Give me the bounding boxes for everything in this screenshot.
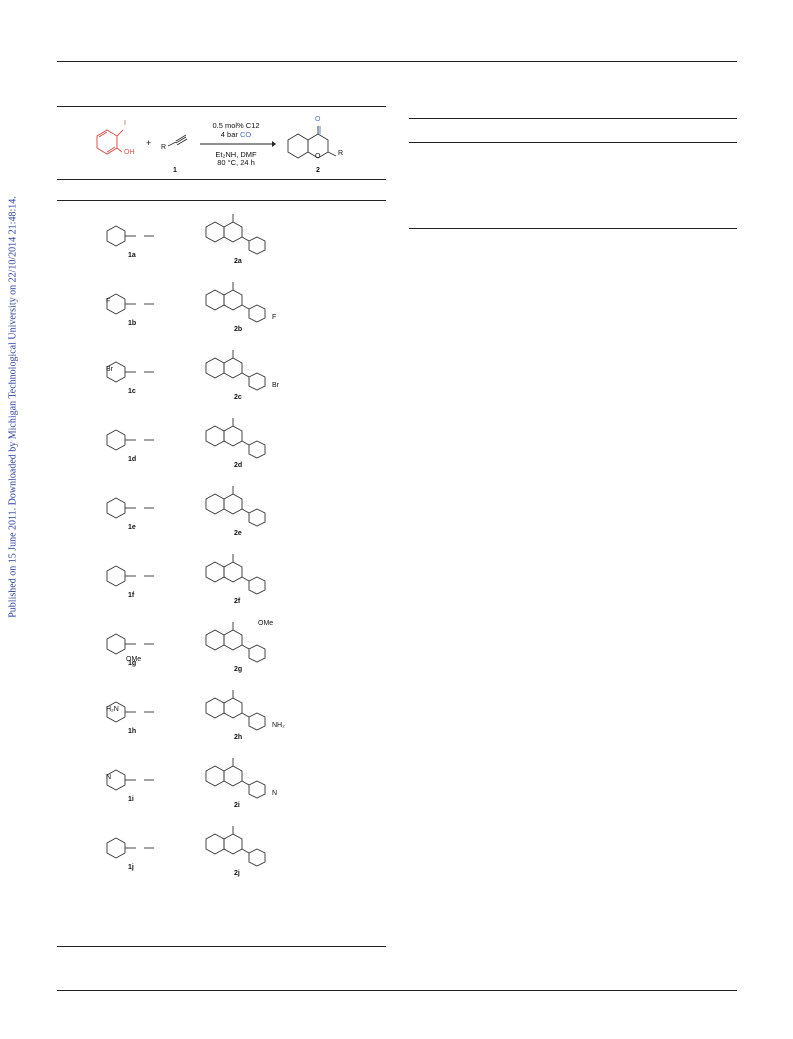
right-table-top-rule [409, 118, 737, 119]
product-label-2g: 2g [234, 666, 243, 673]
product-substituent-2h: NH₂ [272, 722, 285, 729]
product-label-2i: 2i [234, 802, 240, 809]
reactant-structure-1i [106, 769, 154, 791]
reactant-label-1c: 1c [128, 388, 136, 395]
hydroxyl-label: OH [124, 149, 135, 156]
reactant-structure-1b [106, 293, 154, 315]
product-r-label: R [338, 150, 344, 157]
reactant-number-label: 1 [173, 167, 177, 174]
download-side-note[interactable]: Published on 15 June 2011. Downloaded by… [5, 182, 21, 632]
reactant-structure-1c [106, 361, 154, 383]
reactant-label-1j: 1j [128, 864, 134, 871]
product-structure-2j [205, 826, 266, 867]
product-structure-2h [205, 690, 266, 731]
table-top-rule [57, 106, 386, 107]
reactant-label-1i: 1i [128, 796, 134, 803]
alkyne-r-label: R [161, 144, 167, 151]
product-flavone-structure [287, 126, 337, 159]
product-structure-2g [205, 622, 266, 663]
product-label-2j: 2j [234, 870, 240, 877]
conditions-line2: 4 bar CO [220, 130, 252, 139]
product-substituent-2g: OMe [258, 620, 274, 627]
product-structure-2a [205, 214, 266, 255]
reactant-label-1b: 1b [128, 320, 137, 327]
product-structure-2e [205, 486, 266, 527]
product-label-2f: 2f [234, 598, 241, 605]
reactant-substituent-1i: N [106, 774, 112, 781]
iodophenol-structure [96, 129, 124, 155]
reactant-structure-1a [106, 225, 154, 247]
reactant-label-1d: 1d [128, 456, 137, 463]
reactant-label-1f: 1f [128, 592, 135, 599]
product-label-2a: 2a [234, 258, 242, 265]
reactant-label-1g: 1g [128, 660, 137, 667]
product-label-2c: 2c [234, 394, 242, 401]
product-number-label: 2 [316, 167, 320, 174]
reactant-structure-1g [106, 633, 154, 655]
product-structure-2d [205, 418, 266, 459]
reactant-substituent-1c: Br [106, 366, 113, 373]
footer-rule [57, 990, 737, 991]
reactant-structure-1f [106, 565, 154, 587]
plus-sign: + [146, 138, 152, 148]
product-structure-2f [205, 554, 266, 595]
reactant-label-1a: 1a [128, 252, 136, 259]
header-rule [57, 61, 737, 62]
product-structure-2c [205, 350, 266, 391]
product-ring-o: O [315, 153, 321, 160]
table-bottom-rule [57, 946, 386, 947]
reactant-structure-1e [106, 497, 154, 519]
right-table-header-rule [409, 142, 737, 143]
reactant-structure-1j [106, 837, 154, 859]
reactant-label-1h: 1h [128, 728, 137, 735]
right-table-bottom-rule [409, 228, 737, 229]
co-gas-label: CO [239, 130, 252, 139]
product-label-2e: 2e [234, 530, 242, 537]
side-note-text[interactable]: Published on 15 June 2011. Downloaded by… [7, 196, 19, 618]
product-substituent-2i: N [272, 790, 278, 797]
reactant-substituent-1b: F [106, 298, 111, 305]
product-substituent-2b: F [272, 314, 277, 321]
product-structure-2i [205, 758, 266, 799]
reactant-structure-1d [106, 429, 154, 451]
conditions-line4: 80 °C, 24 h [217, 158, 255, 167]
reactant-substituent-1h: H₂N [106, 706, 119, 713]
reactant-substituent-1g: OMe [126, 656, 142, 663]
product-label-2h: 2h [234, 734, 243, 741]
conditions-line1: 0.5 mol% C12 [212, 121, 260, 130]
reactant-structure-1h [106, 701, 154, 723]
product-label-2d: 2d [234, 462, 243, 469]
reactant-label-1e: 1e [128, 524, 136, 531]
product-label-2b: 2b [234, 326, 243, 333]
reaction-arrow [200, 141, 276, 147]
product-carbonyl-o: O [315, 116, 321, 123]
conditions-line3: Et₂NH, DMF [215, 150, 257, 159]
iodine-label: I [124, 120, 126, 127]
product-structure-2b [205, 282, 266, 323]
alkyne-structure [167, 134, 188, 147]
product-substituent-2c: Br [272, 382, 279, 389]
table-scheme-bottom-rule [57, 179, 386, 180]
table-header-rule [57, 200, 386, 201]
